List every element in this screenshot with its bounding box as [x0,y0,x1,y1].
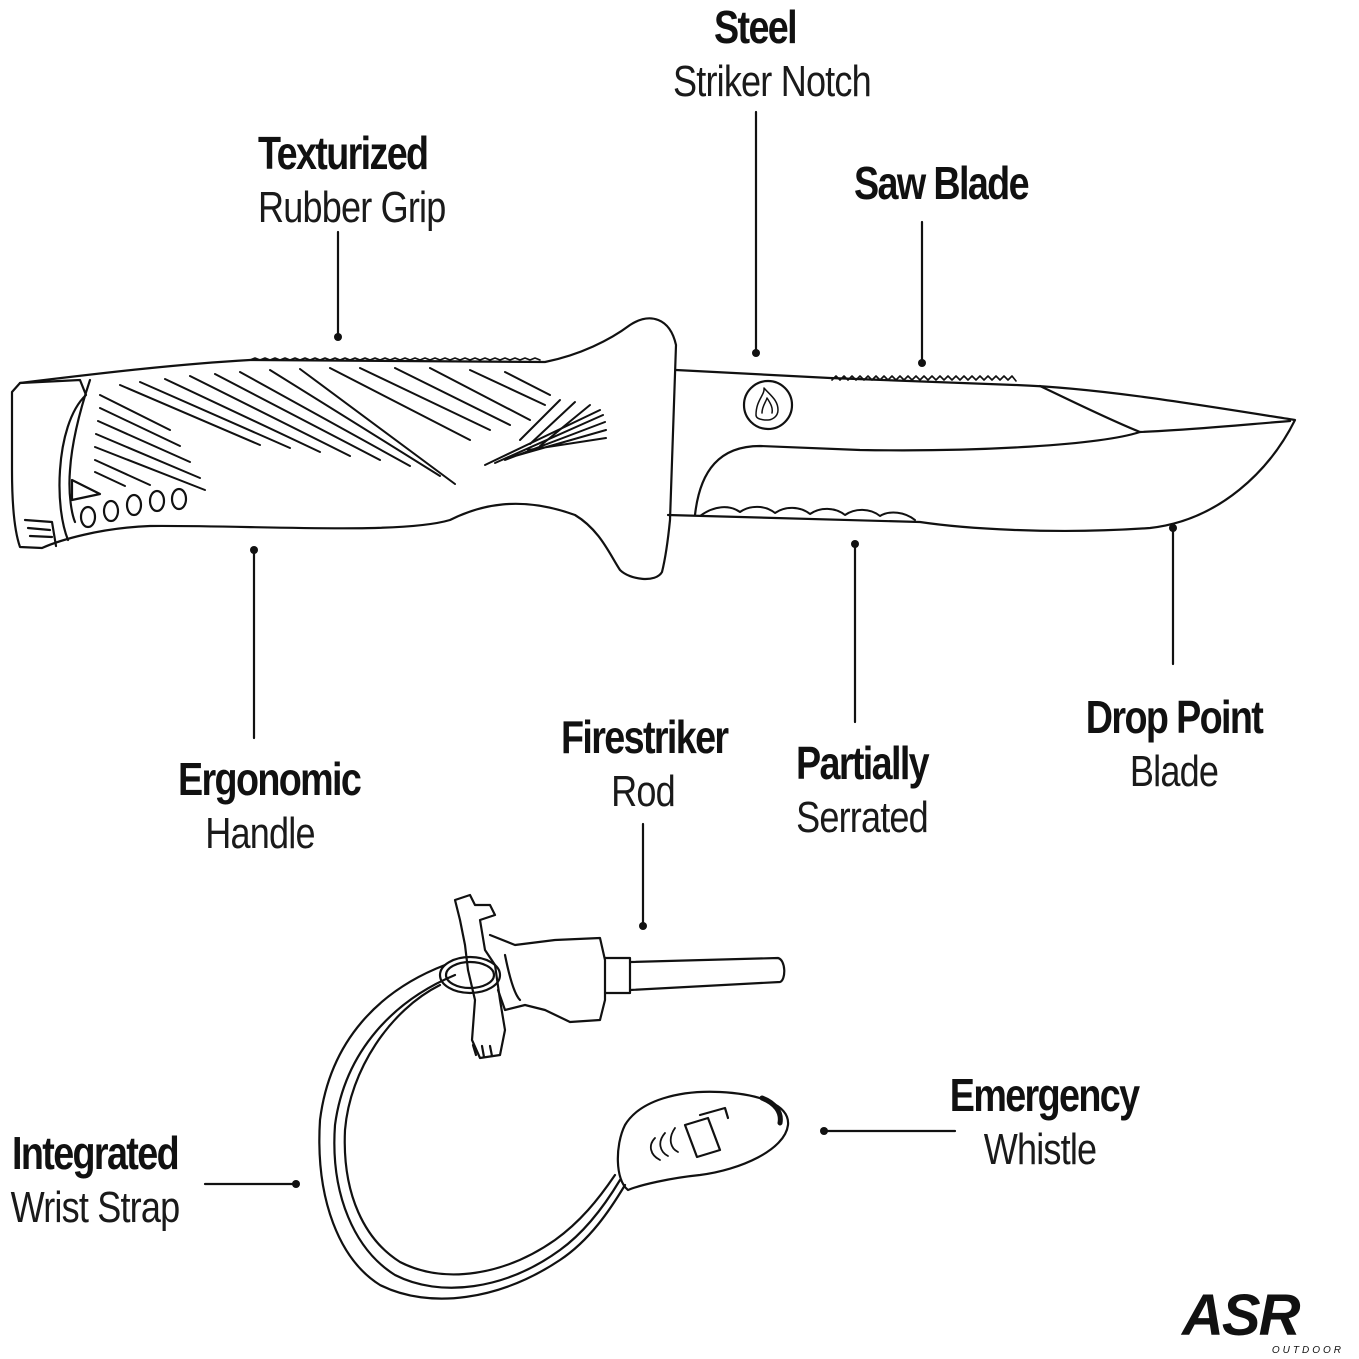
label-integrated-regular: Wrist Strap [10,1183,181,1232]
logo-mark: ASR [1182,1283,1300,1348]
callout-lines [203,110,1175,1186]
label-integrated-bold: Integrated [12,1127,180,1179]
label-integrated-wrist-strap: Integrated Wrist Strap [0,1130,200,1230]
label-drop-point-regular: Blade [1129,747,1219,796]
label-steel-bold: Steel [714,1,798,53]
label-firestriker-rod: Firestriker Rod [543,714,743,814]
label-firestriker-regular: Rod [611,767,676,816]
label-saw-blade: Saw Blade [836,160,1036,206]
firestriker-assembly [318,893,790,1300]
label-texturized-rubber-grip: Texturized Rubber Grip [240,127,446,232]
label-ergonomic-bold: Ergonomic [178,753,362,805]
knife-handle [10,317,678,580]
asr-outdoor-logo: ASR OUTDOOR [1182,1283,1352,1357]
label-steel-regular: Striker Notch [673,57,872,106]
label-emergency-regular: Whistle [983,1125,1097,1174]
callout-dots [250,333,1177,1188]
knife-blade [666,368,1297,533]
label-firestriker-bold: Firestriker [561,711,729,763]
label-emergency-bold: Emergency [949,1069,1140,1121]
label-partially-serrated: Partially Serrated [762,740,962,840]
label-texturized-regular: Rubber Grip [258,183,446,232]
label-ergonomic-regular: Handle [205,809,315,858]
label-emergency-whistle: Emergency Whistle [930,1072,1150,1172]
label-drop-point-blade: Drop Point Blade [1064,694,1284,794]
logo-subtitle: OUTDOOR [1271,1345,1344,1356]
label-drop-point-bold: Drop Point [1085,691,1264,743]
label-saw-blade-bold: Saw Blade [854,157,1030,209]
label-ergonomic-handle: Ergonomic Handle [160,753,362,858]
label-partially-bold: Partially [795,737,930,789]
label-steel-striker-notch: Steel Striker Notch [655,1,872,106]
label-partially-regular: Serrated [796,793,929,842]
label-texturized-bold: Texturized [258,127,429,179]
